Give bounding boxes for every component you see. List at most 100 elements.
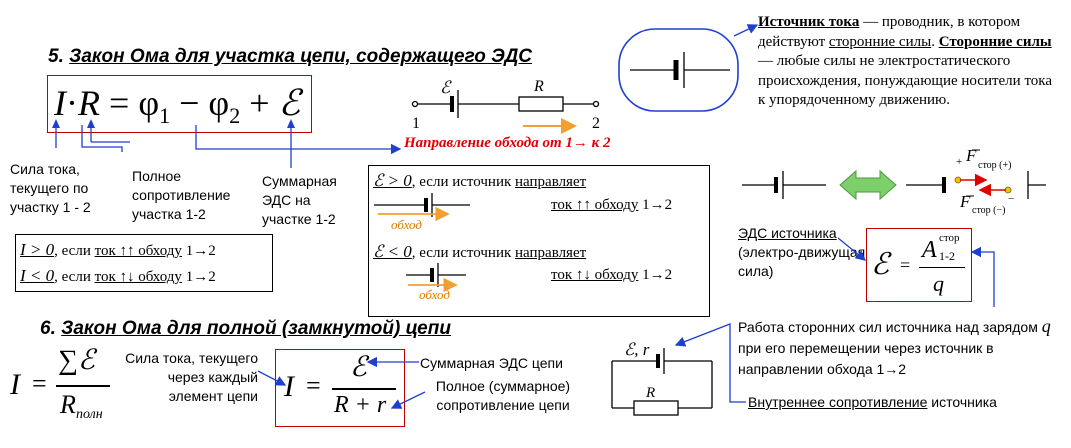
force-minus-sub: стор (−) <box>972 205 1006 216</box>
formula6b-emf: ℰ <box>350 352 367 383</box>
emf-negative-battery <box>406 263 466 287</box>
label-resistance-segment: Полное сопротивление участка 1-2 <box>132 168 231 222</box>
emf-def-pointer <box>837 237 867 261</box>
circuit2-resistor-label: R <box>646 385 656 401</box>
source-oval-pointer <box>733 24 759 37</box>
current-full-pointer <box>257 370 287 386</box>
formula-dot: · <box>66 83 78 123</box>
ohm-law-segment-formula: I·R = φ1 − φ2 + ℰ <box>47 75 312 133</box>
emf-negative-line2-tail: 1→2 <box>638 267 673 283</box>
emf-negative-text: , если источник <box>411 245 516 261</box>
formula6a-I: I <box>10 368 20 401</box>
current-negative-lhs: I < 0 <box>20 266 55 285</box>
resistance-pointer <box>390 391 426 409</box>
formula6a-sum: ∑ℰ <box>58 345 95 376</box>
emf-positive-rule: ℰ > 0, если источник направляет <box>373 171 586 192</box>
emf-def-A-sup: стор <box>939 232 960 244</box>
external-forces-text: — любые силы не электростатического прои… <box>758 53 1053 108</box>
current-positive-rule: I > 0, если ток ↑↑ обходу 1→2 <box>20 240 216 261</box>
formula-phi2-sub: 2 <box>229 103 241 129</box>
circuit1-node1: 1 <box>412 115 420 132</box>
emf-def-q: q <box>933 271 944 296</box>
circuit1-diagram <box>411 90 600 118</box>
current-source-text2: . <box>931 33 935 50</box>
current-positive-mid: , если <box>54 243 95 259</box>
circuit1-node2: 2 <box>592 115 600 132</box>
emf-def-A-sub: 1-2 <box>939 249 955 263</box>
internal-resistance-rest: источника <box>927 394 997 410</box>
label-current-full: Сила тока, текущего через каждый элемент… <box>125 350 258 404</box>
formula6b-eq: = <box>306 371 321 400</box>
formula-phi2: φ <box>208 83 230 123</box>
label-current-segment: Сила тока, текущего по участку 1 - 2 <box>10 161 91 215</box>
emf-negative-rule-line2: ток ↑↓ обходу 1→2 <box>551 266 672 285</box>
emf-sign-box: ℰ > 0, если источник направляет ток ↑↑ о… <box>368 165 710 317</box>
section6-title: Закон Ома для полной (замкнутой) цепи <box>61 318 451 339</box>
formula6a-sub: полн <box>76 407 103 422</box>
formula-phi1: φ <box>138 83 160 123</box>
current-negative-rule: I < 0, если ток ↑↓ обходу 1→2 <box>20 266 216 287</box>
current-positive-tail: 1→2 <box>181 243 216 259</box>
force-minus-sign: − <box>1008 193 1015 205</box>
circuit2-diagram <box>611 348 713 416</box>
formula6a-R: R <box>60 390 76 419</box>
label-emf-sum: Суммарная ЭДС цепи <box>420 355 563 371</box>
force-plus-F: F <box>966 146 977 165</box>
formula-phi1-sub: 1 <box>159 103 171 129</box>
emf-positive-under: направляет <box>515 174 587 190</box>
forces-battery-right <box>906 171 1046 199</box>
force-plus-sub: стор (+) <box>978 160 1012 171</box>
section5-title: Закон Ома для участка цепи, содержащего … <box>69 46 533 67</box>
direction-label: Направление обхода от 1→ к 2 <box>404 135 611 151</box>
emf-positive-line2-under: ток ↑↑ обходу <box>551 197 639 213</box>
circuit1-resistor-label: R <box>534 78 544 95</box>
section6-number: 6. <box>40 318 56 339</box>
source-battery <box>630 52 730 88</box>
emf-positive-rule-line2: ток ↑↑ обходу 1→2 <box>551 196 672 215</box>
emf-def-symbol: ℰ <box>871 248 890 281</box>
emf-negative-rule: ℰ < 0, если источник направляет <box>373 242 586 263</box>
formula6a-eq: = <box>32 369 47 398</box>
equivalence-double-arrow <box>839 169 897 201</box>
emf-positive-line2-tail: 1→2 <box>638 197 673 213</box>
current-source-definition: Источник тока — проводник, в котором дей… <box>758 13 1058 111</box>
circuit2-label: ℰ, r <box>624 340 650 359</box>
external-forces-term: сторонние силы <box>828 33 932 50</box>
emf-def-fraction-bar <box>919 267 965 269</box>
internal-resistance-pointer <box>674 323 746 403</box>
current-positive-under: ток ↑↑ обходу <box>94 243 182 259</box>
internal-resistance-term: Внутреннее сопротивление <box>748 394 928 410</box>
label-emf-segment: Суммарная ЭДС на участке 1-2 <box>262 173 337 227</box>
current-sign-box: I > 0, если ток ↑↑ обходу 1→2 I < 0, есл… <box>15 234 273 292</box>
emf-negative-lhs: ℰ < 0 <box>373 242 412 261</box>
formula6a-bar <box>56 385 110 387</box>
emf-positive-lhs: ℰ > 0 <box>373 171 412 190</box>
force-plus-sign: + <box>956 156 963 168</box>
force-minus-F: F <box>960 192 971 211</box>
circuit1-emf-label: ℰ <box>440 78 451 97</box>
work-text2: при его перемещении через источник в нап… <box>738 340 994 377</box>
emf-negative-obkhod: обход <box>419 287 450 302</box>
formula-I: I <box>54 83 66 123</box>
emf-def-eq: = <box>900 255 911 275</box>
section5-number: 5. <box>48 46 64 67</box>
work-text1: Работа сторонних сил источника над заряд… <box>738 319 1038 335</box>
current-negative-mid: , если <box>54 269 95 285</box>
section6-header: 6. Закон Ома для полной (замкнутой) цепи <box>40 318 451 340</box>
emf-definition-rest: (электро-движущая сила) <box>738 244 866 279</box>
current-source-title: Источник тока <box>758 14 860 30</box>
formula6b-den: R + r <box>334 392 387 418</box>
formula-plus: + <box>249 83 270 123</box>
emf-definition-title: ЭДС источника <box>738 225 837 241</box>
formula-eq: = <box>109 83 130 123</box>
formula-emf: ℰ <box>278 83 301 123</box>
emf-negative-under: направляет <box>515 245 587 261</box>
forces-battery-left <box>742 171 826 199</box>
formula6b-I: I <box>284 370 294 403</box>
current-positive-lhs: I > 0 <box>20 240 55 259</box>
section5-header: 5. Закон Ома для участка цепи, содержаще… <box>48 46 532 68</box>
current-negative-tail: 1→2 <box>181 269 216 285</box>
emf-definition-label: ЭДС источника (электро-движущая сила) <box>738 224 870 281</box>
emf-def-A: A <box>922 237 937 263</box>
